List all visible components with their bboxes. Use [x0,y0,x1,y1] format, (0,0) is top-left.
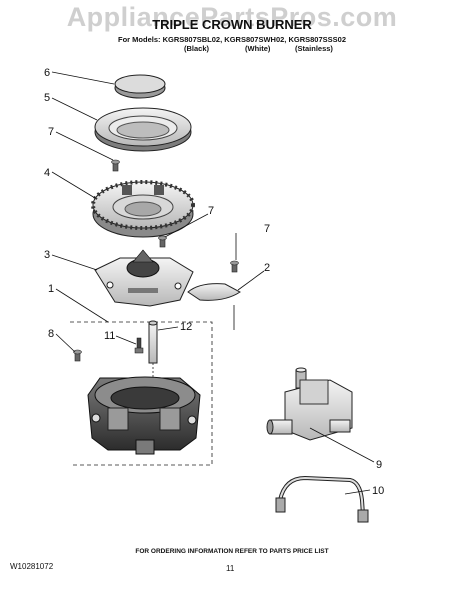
callout-11: 11 [104,330,115,342]
screw-upper [111,159,120,172]
screw-right [230,260,239,273]
callout-5: 5 [44,92,50,104]
assembly-outline [70,321,213,466]
callout-1: 1 [48,283,54,295]
screw-middle [158,235,167,248]
outer-burner-ring [94,107,192,152]
screw-lower-left [73,349,82,362]
variant-stainless: (Stainless) [295,44,333,53]
burner-support [94,249,194,307]
gas-tube [275,475,369,523]
page-title: TRIPLE CROWN BURNER [152,17,312,32]
variant-black: (Black) [184,44,210,53]
ordering-note: FOR ORDERING INFORMATION REFER TO PARTS … [135,548,329,555]
page-number: 11 [226,564,235,573]
burner-cap [114,74,166,99]
burner-housing [87,376,201,455]
spark-electrode [134,337,144,354]
callout-2: 2 [264,262,270,274]
callout-4: 4 [44,167,50,179]
callout-7-right: 7 [264,223,270,235]
gas-valve [266,367,353,441]
callout-12: 12 [180,321,192,333]
orifice-stem [148,320,158,390]
burner-base [91,180,195,238]
heat-shield [187,283,241,330]
callout-6: 6 [44,67,50,79]
callout-9: 9 [376,459,382,471]
callout-7-middle: 7 [208,205,214,217]
leader-lines [51,71,375,495]
callout-3: 3 [44,249,50,261]
callout-10: 10 [372,485,384,497]
models-line: For Models: KGRS807SBL02, KGRS807SWH02, … [118,35,346,44]
callout-7-upper: 7 [48,126,54,138]
variant-white: (White) [245,44,271,53]
watermark: AppliancePartsPros.com [66,2,398,32]
callout-8: 8 [48,328,54,340]
document-number: W10281072 [10,562,54,571]
